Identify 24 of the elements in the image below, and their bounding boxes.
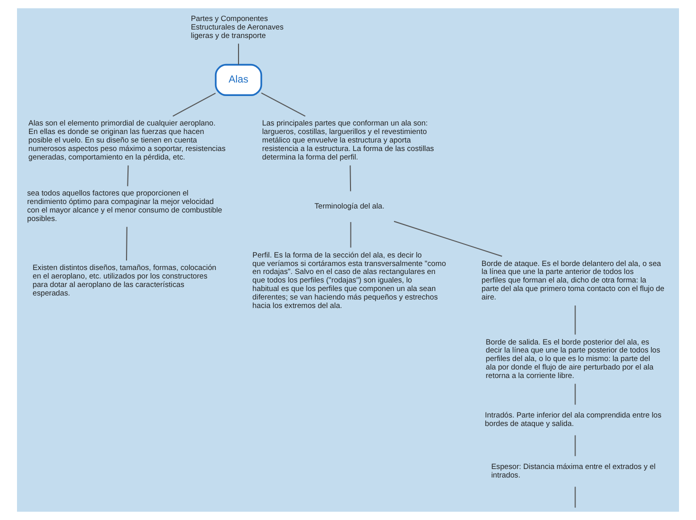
connector bbox=[126, 226, 128, 260]
node-text: Existen distintos diseños, tamaños, formas, colocación en el aeroplano, etc. utilizados por los constructores para dotar al aeroplano de las características esperadas. bbox=[32, 262, 216, 298]
node-text: Las principales partes que conforman un ala son: largueros, costillas, larguerillos y el revestimiento metálico que envuelve la estructura y aporta resistencia a la estructura. La forma de las costillas determina la forma del perfil. bbox=[262, 118, 434, 162]
connector bbox=[350, 222, 352, 248]
node-text: Partes y Componentes Estructurales de Aeronaves ligeras y de transporte bbox=[190, 14, 284, 40]
connector bbox=[574, 306, 576, 335]
connector bbox=[394, 220, 502, 257]
node-text: sea todos aquellos factores que proporcionen el rendimiento óptimo para compaginar la mejor velocidad con el mayor alcance y el menor consumo de combustible posibles. bbox=[27, 188, 222, 224]
node-text: Borde de ataque. Es el borde delantero del ala, o sea la línea que une la parte anterior de todos los perfiles que forman el ala, dicho de otra forma: la parte del ala que primero toma contacto con el flujo de aire. bbox=[482, 258, 664, 302]
connector bbox=[238, 44, 240, 65]
connector bbox=[350, 165, 352, 192]
connector bbox=[261, 92, 306, 117]
node-box: Alas bbox=[214, 64, 262, 96]
node-text: Espesor: Distancia máxima entre el extrados y el intrados. bbox=[491, 462, 656, 480]
node-text: Terminología del ala. bbox=[314, 201, 384, 210]
node-text: Perfil. Es la forma de la sección del ala, es decir lo que veríamos si cortáramos esta transversalmente "como en rodajas". Salvo en el caso de alas rectangulares en que todos los perfiles ("rodajas") son iguales, lo habitual es que los perfiles que componen un ala sean diferentes; se van haciendo más pequeños y estrechos hacia los extremos del ala. bbox=[252, 250, 446, 310]
node-text: Alas son el elemento primordial de cualquier aeroplano. En ellas es donde se originan las fuerzas que hacen posible el vuelo. En su diseño se tienen en cuenta numerosos aspectos peso máximo a soportar, resistencias generadas, comportamiento en la pérdida, etc. bbox=[28, 118, 226, 162]
connector bbox=[574, 486, 576, 508]
connector bbox=[574, 435, 576, 456]
connector bbox=[172, 92, 216, 117]
node-text: Borde de salida. Es el borde posterior del ala, es decir la línea que une la parte posterior de todos los perfiles del ala, o lo que es lo mismo: la parte del ala por donde el flujo de aire perturbado por el ala retorna a la corriente libre. bbox=[486, 337, 660, 380]
node-text: Intradós. Parte inferior del ala comprendida entre los bordes de ataque y salida. bbox=[484, 410, 662, 428]
connector bbox=[127, 165, 129, 186]
connector bbox=[574, 384, 576, 405]
